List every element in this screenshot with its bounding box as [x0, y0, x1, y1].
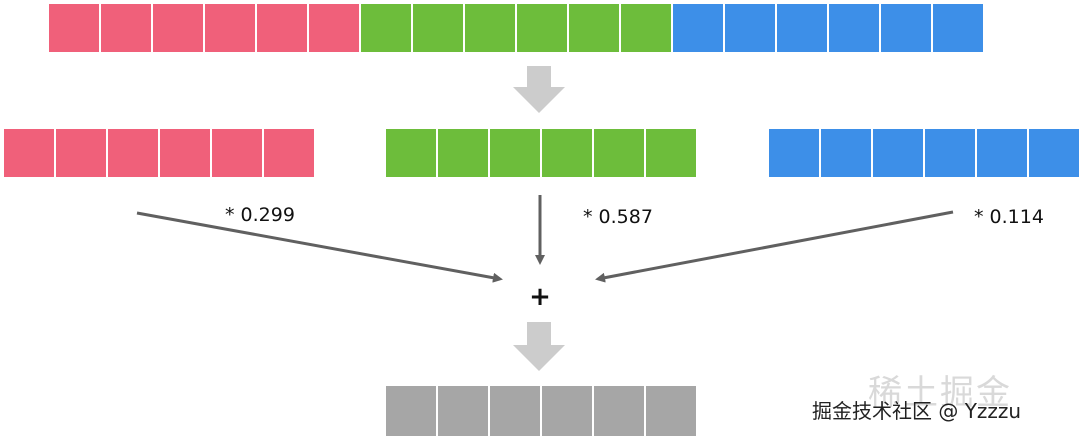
red-cell	[158, 127, 212, 179]
combined-rgb-row	[47, 2, 985, 54]
green-cell	[644, 127, 698, 179]
green-cell	[384, 127, 438, 179]
combined-blue-cell	[931, 2, 985, 54]
blue-cell	[975, 127, 1029, 179]
green-channel-row	[384, 127, 698, 179]
blue-cell	[871, 127, 925, 179]
blue-weight-arrow	[595, 210, 954, 283]
green-cell	[592, 127, 646, 179]
red-cell	[106, 127, 160, 179]
combined-red-cell	[151, 2, 205, 54]
grayscale-result-row	[384, 384, 698, 438]
watermark-text: 掘金技术社区 @ Yzzzu	[812, 399, 1021, 423]
combined-green-cell	[515, 2, 569, 54]
gray-cell	[540, 384, 594, 438]
combined-green-cell	[567, 2, 621, 54]
combined-green-cell	[359, 2, 413, 54]
green-cell	[488, 127, 542, 179]
blue-cell	[819, 127, 873, 179]
sum-operator: +	[529, 282, 551, 312]
green-cell	[540, 127, 594, 179]
blue-cell	[767, 127, 821, 179]
combined-red-cell	[255, 2, 309, 54]
split-arrow-icon	[513, 66, 565, 113]
combined-blue-cell	[723, 2, 777, 54]
combined-green-cell	[463, 2, 517, 54]
red-cell	[262, 127, 316, 179]
combined-red-cell	[307, 2, 361, 54]
blue-cell	[1027, 127, 1080, 179]
gray-cell	[592, 384, 646, 438]
gray-cell	[644, 384, 698, 438]
combined-blue-cell	[671, 2, 725, 54]
blue-cell	[923, 127, 977, 179]
combined-blue-cell	[775, 2, 829, 54]
combined-red-cell	[47, 2, 101, 54]
blue-weight-label: * 0.114	[974, 206, 1044, 228]
combined-red-cell	[99, 2, 153, 54]
gray-cell	[436, 384, 490, 438]
result-arrow-icon	[513, 322, 565, 371]
combined-blue-cell	[879, 2, 933, 54]
combined-green-cell	[619, 2, 673, 54]
gray-cell	[488, 384, 542, 438]
red-cell	[210, 127, 264, 179]
red-channel-row	[2, 127, 316, 179]
blue-channel-row	[767, 127, 1080, 179]
watermark-faint: 稀土掘金	[868, 373, 1012, 413]
combined-green-cell	[411, 2, 465, 54]
red-cell	[2, 127, 56, 179]
combined-red-cell	[203, 2, 257, 54]
red-weight-label: * 0.299	[225, 204, 295, 226]
red-cell	[54, 127, 108, 179]
green-cell	[436, 127, 490, 179]
green-weight-label: * 0.587	[583, 206, 653, 228]
combined-blue-cell	[827, 2, 881, 54]
red-weight-arrow	[136, 211, 503, 283]
gray-cell	[384, 384, 438, 438]
